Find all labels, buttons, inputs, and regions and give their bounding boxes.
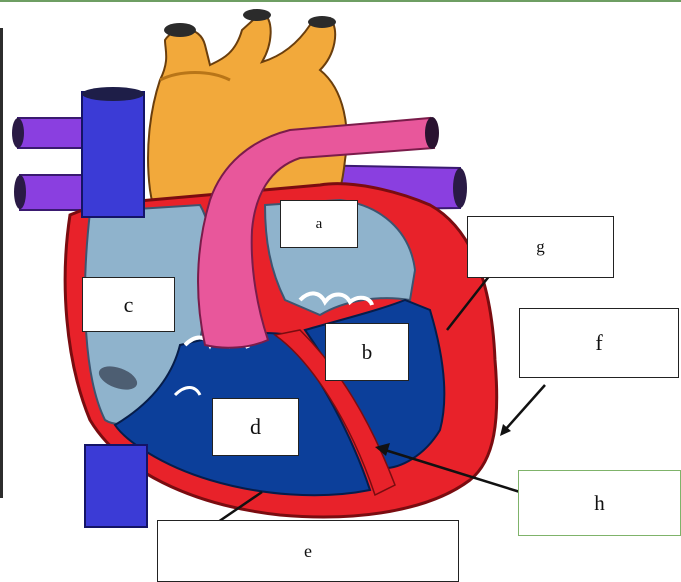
label-box-f: f — [519, 308, 679, 378]
label-h-text: h — [594, 491, 605, 516]
superior-vena-cava — [82, 92, 144, 217]
label-box-h: h — [518, 470, 681, 536]
label-a-text: a — [316, 216, 323, 233]
leader-f — [505, 385, 545, 430]
label-box-c: c — [82, 277, 175, 332]
label-c-text: c — [124, 292, 134, 318]
label-e-text: e — [304, 541, 312, 562]
label-box-d: d — [212, 398, 299, 456]
label-d-text: d — [250, 414, 261, 440]
label-g-text: g — [536, 237, 545, 257]
label-f-text: f — [595, 330, 602, 356]
label-box-a: a — [280, 200, 358, 248]
label-box-g: g — [467, 216, 614, 278]
label-box-b: b — [325, 323, 409, 381]
left-pulmonary-vein-upper — [18, 118, 92, 148]
label-b-text: b — [362, 340, 373, 365]
inferior-vena-cava — [85, 445, 147, 527]
label-box-e: e — [157, 520, 459, 582]
